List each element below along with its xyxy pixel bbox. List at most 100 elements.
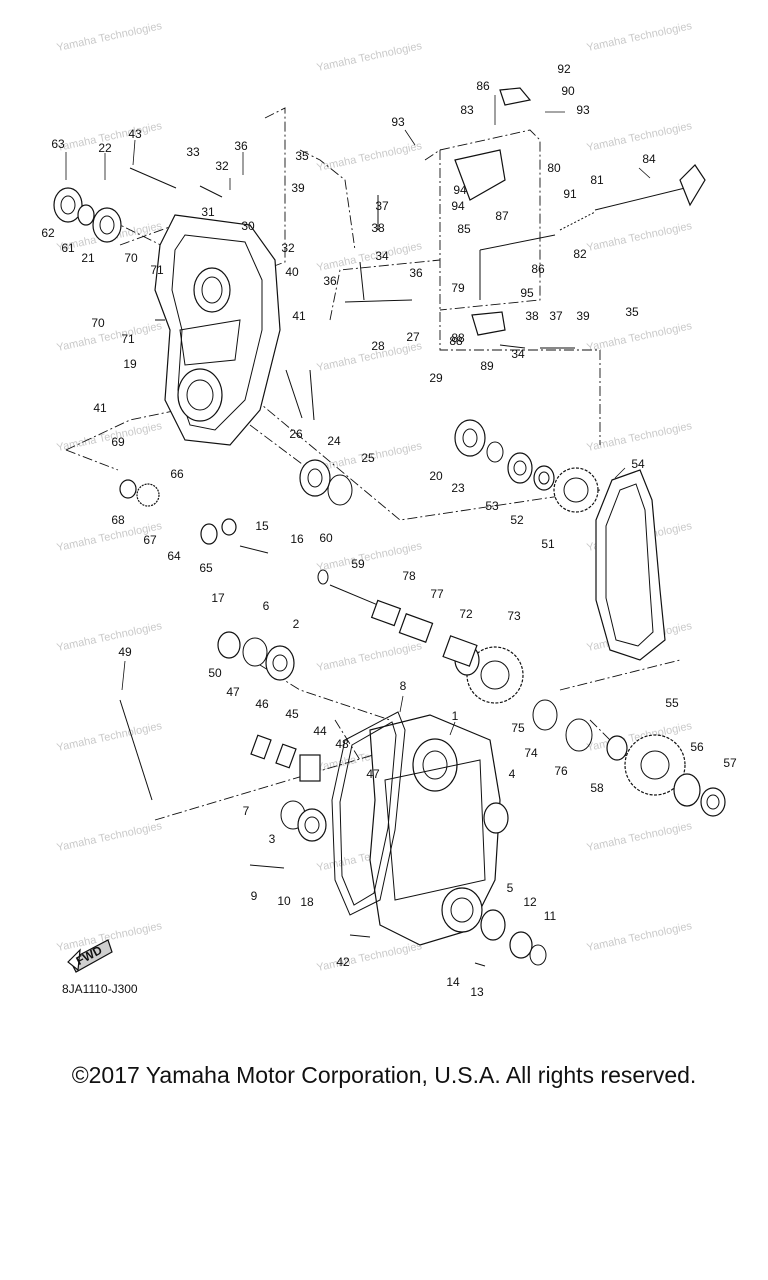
leader-lines xyxy=(65,95,651,736)
copyright-notice: ©2017 Yamaha Motor Corporation, U.S.A. A… xyxy=(71,1062,697,1088)
part-number-label: 27 xyxy=(406,330,420,344)
part-number-label: 24 xyxy=(327,434,341,448)
watermark-text: Yamaha Technologies xyxy=(586,220,694,254)
part-number-label: 3 xyxy=(269,832,276,846)
part-number-label: 11 xyxy=(544,909,557,923)
part-number-label: 86 xyxy=(531,262,545,276)
part-number-label: 82 xyxy=(573,247,587,261)
part-number-label: 30 xyxy=(241,219,255,233)
part-number-label: 8 xyxy=(400,679,407,693)
part-number-label: 88 xyxy=(451,331,465,345)
part-number-label: 57 xyxy=(723,756,737,770)
part-number-label: 67 xyxy=(143,533,157,547)
part-number-label: 44 xyxy=(313,724,327,738)
part-number-label: 70 xyxy=(124,251,138,265)
part-number-label: 39 xyxy=(291,181,305,195)
part-number-label: 38 xyxy=(371,221,385,235)
watermark-text: Yamaha Technologies xyxy=(586,420,694,454)
case-cover-part xyxy=(154,214,281,446)
part-number-label: 51 xyxy=(541,537,555,551)
part-number-label: 75 xyxy=(511,721,525,735)
part-number-label: 43 xyxy=(128,127,142,141)
part-number-label: 93 xyxy=(391,115,405,129)
part-number-label: 86 xyxy=(476,79,490,93)
watermark-text: Yamaha Technologies xyxy=(316,240,424,274)
part-number-label: 88 xyxy=(449,334,463,348)
part-number-label: 68 xyxy=(111,513,125,527)
part-number-label: 87 xyxy=(495,209,509,223)
part-number-label: 7 xyxy=(243,804,250,818)
part-number-label: 9 xyxy=(251,889,258,903)
watermark-text: Yamaha Technologies xyxy=(586,920,694,954)
part-number-label: 71 xyxy=(150,263,164,277)
part-number-label: 35 xyxy=(295,149,309,163)
part-number-label: 36 xyxy=(409,266,423,280)
part-number-label: 36 xyxy=(234,139,248,153)
watermark-text: Yamaha Technologies xyxy=(316,40,424,74)
part-number-label: 47 xyxy=(366,767,380,781)
part-number-label: 18 xyxy=(300,895,314,909)
part-number-label: 4 xyxy=(509,767,516,781)
part-number-label: 17 xyxy=(211,591,225,605)
part-number-label: 72 xyxy=(459,607,473,621)
part-number-label: 56 xyxy=(690,740,704,754)
part-number-label: 40 xyxy=(285,265,299,279)
part-number-label: 77 xyxy=(430,587,444,601)
part-number-label: 31 xyxy=(201,205,215,219)
main-case-part xyxy=(369,714,501,946)
part-number-label: 42 xyxy=(336,955,350,969)
part-number-label: 69 xyxy=(111,435,125,449)
part-number-label: 37 xyxy=(549,309,563,323)
part-number-label: 59 xyxy=(351,557,365,571)
part-number-label: 66 xyxy=(170,467,184,481)
part-number-label: 33 xyxy=(186,145,200,159)
part-number-label: 28 xyxy=(371,339,385,353)
part-number-label: 29 xyxy=(429,371,443,385)
part-number-label: 94 xyxy=(451,199,465,213)
part-number-label: 36 xyxy=(323,274,337,288)
part-number-label: 50 xyxy=(208,666,222,680)
part-number-label: 13 xyxy=(470,985,484,999)
part-number-label: 90 xyxy=(561,84,575,98)
part-number-label: 23 xyxy=(451,481,465,495)
drawing-code: 8JA1110-J300 xyxy=(62,982,138,996)
part-number-label: 64 xyxy=(167,549,181,563)
part-number-label: 6 xyxy=(263,599,270,613)
watermark-text: Yamaha Technologies xyxy=(56,820,164,854)
part-number-label: 2 xyxy=(293,617,300,631)
part-number-label: 34 xyxy=(511,347,525,361)
part-number-label: 35 xyxy=(625,305,639,319)
part-number-label: 91 xyxy=(563,187,577,201)
part-number-label: 34 xyxy=(375,249,389,263)
part-number-label: 76 xyxy=(554,764,568,778)
gasket-part xyxy=(331,711,406,916)
watermark-text: Yamaha Technologies xyxy=(56,420,164,454)
part-number-label: 32 xyxy=(281,241,295,255)
part-number-label: 10 xyxy=(277,894,291,908)
part-number-label: 22 xyxy=(98,141,112,155)
part-number-label: 89 xyxy=(480,359,494,373)
part-number-label: 52 xyxy=(510,513,524,527)
part-number-label: 73 xyxy=(507,609,521,623)
part-number-label: 65 xyxy=(199,561,213,575)
watermark-text: Yamaha Technologies xyxy=(316,940,424,974)
part-number-label: 25 xyxy=(361,451,375,465)
part-number-label: 93 xyxy=(576,103,590,117)
part-number-label: 83 xyxy=(460,103,474,117)
part-number-label: 21 xyxy=(81,251,95,265)
part-number-label: 32 xyxy=(215,159,229,173)
part-number-label: 20 xyxy=(429,469,443,483)
part-number-label: 12 xyxy=(523,895,537,909)
part-number-label: 19 xyxy=(123,357,137,371)
part-number-label: 46 xyxy=(255,697,269,711)
part-number-label: 71 xyxy=(121,332,135,346)
part-number-label: 79 xyxy=(451,281,465,295)
watermark-text: Yamaha Technologies xyxy=(56,320,164,354)
part-number-label: 94 xyxy=(453,183,467,197)
part-number-label: 78 xyxy=(402,569,416,583)
part-number-label: 45 xyxy=(285,707,299,721)
part-number-label: 55 xyxy=(665,696,679,710)
watermark-text: Yamaha Technologies xyxy=(586,20,694,54)
